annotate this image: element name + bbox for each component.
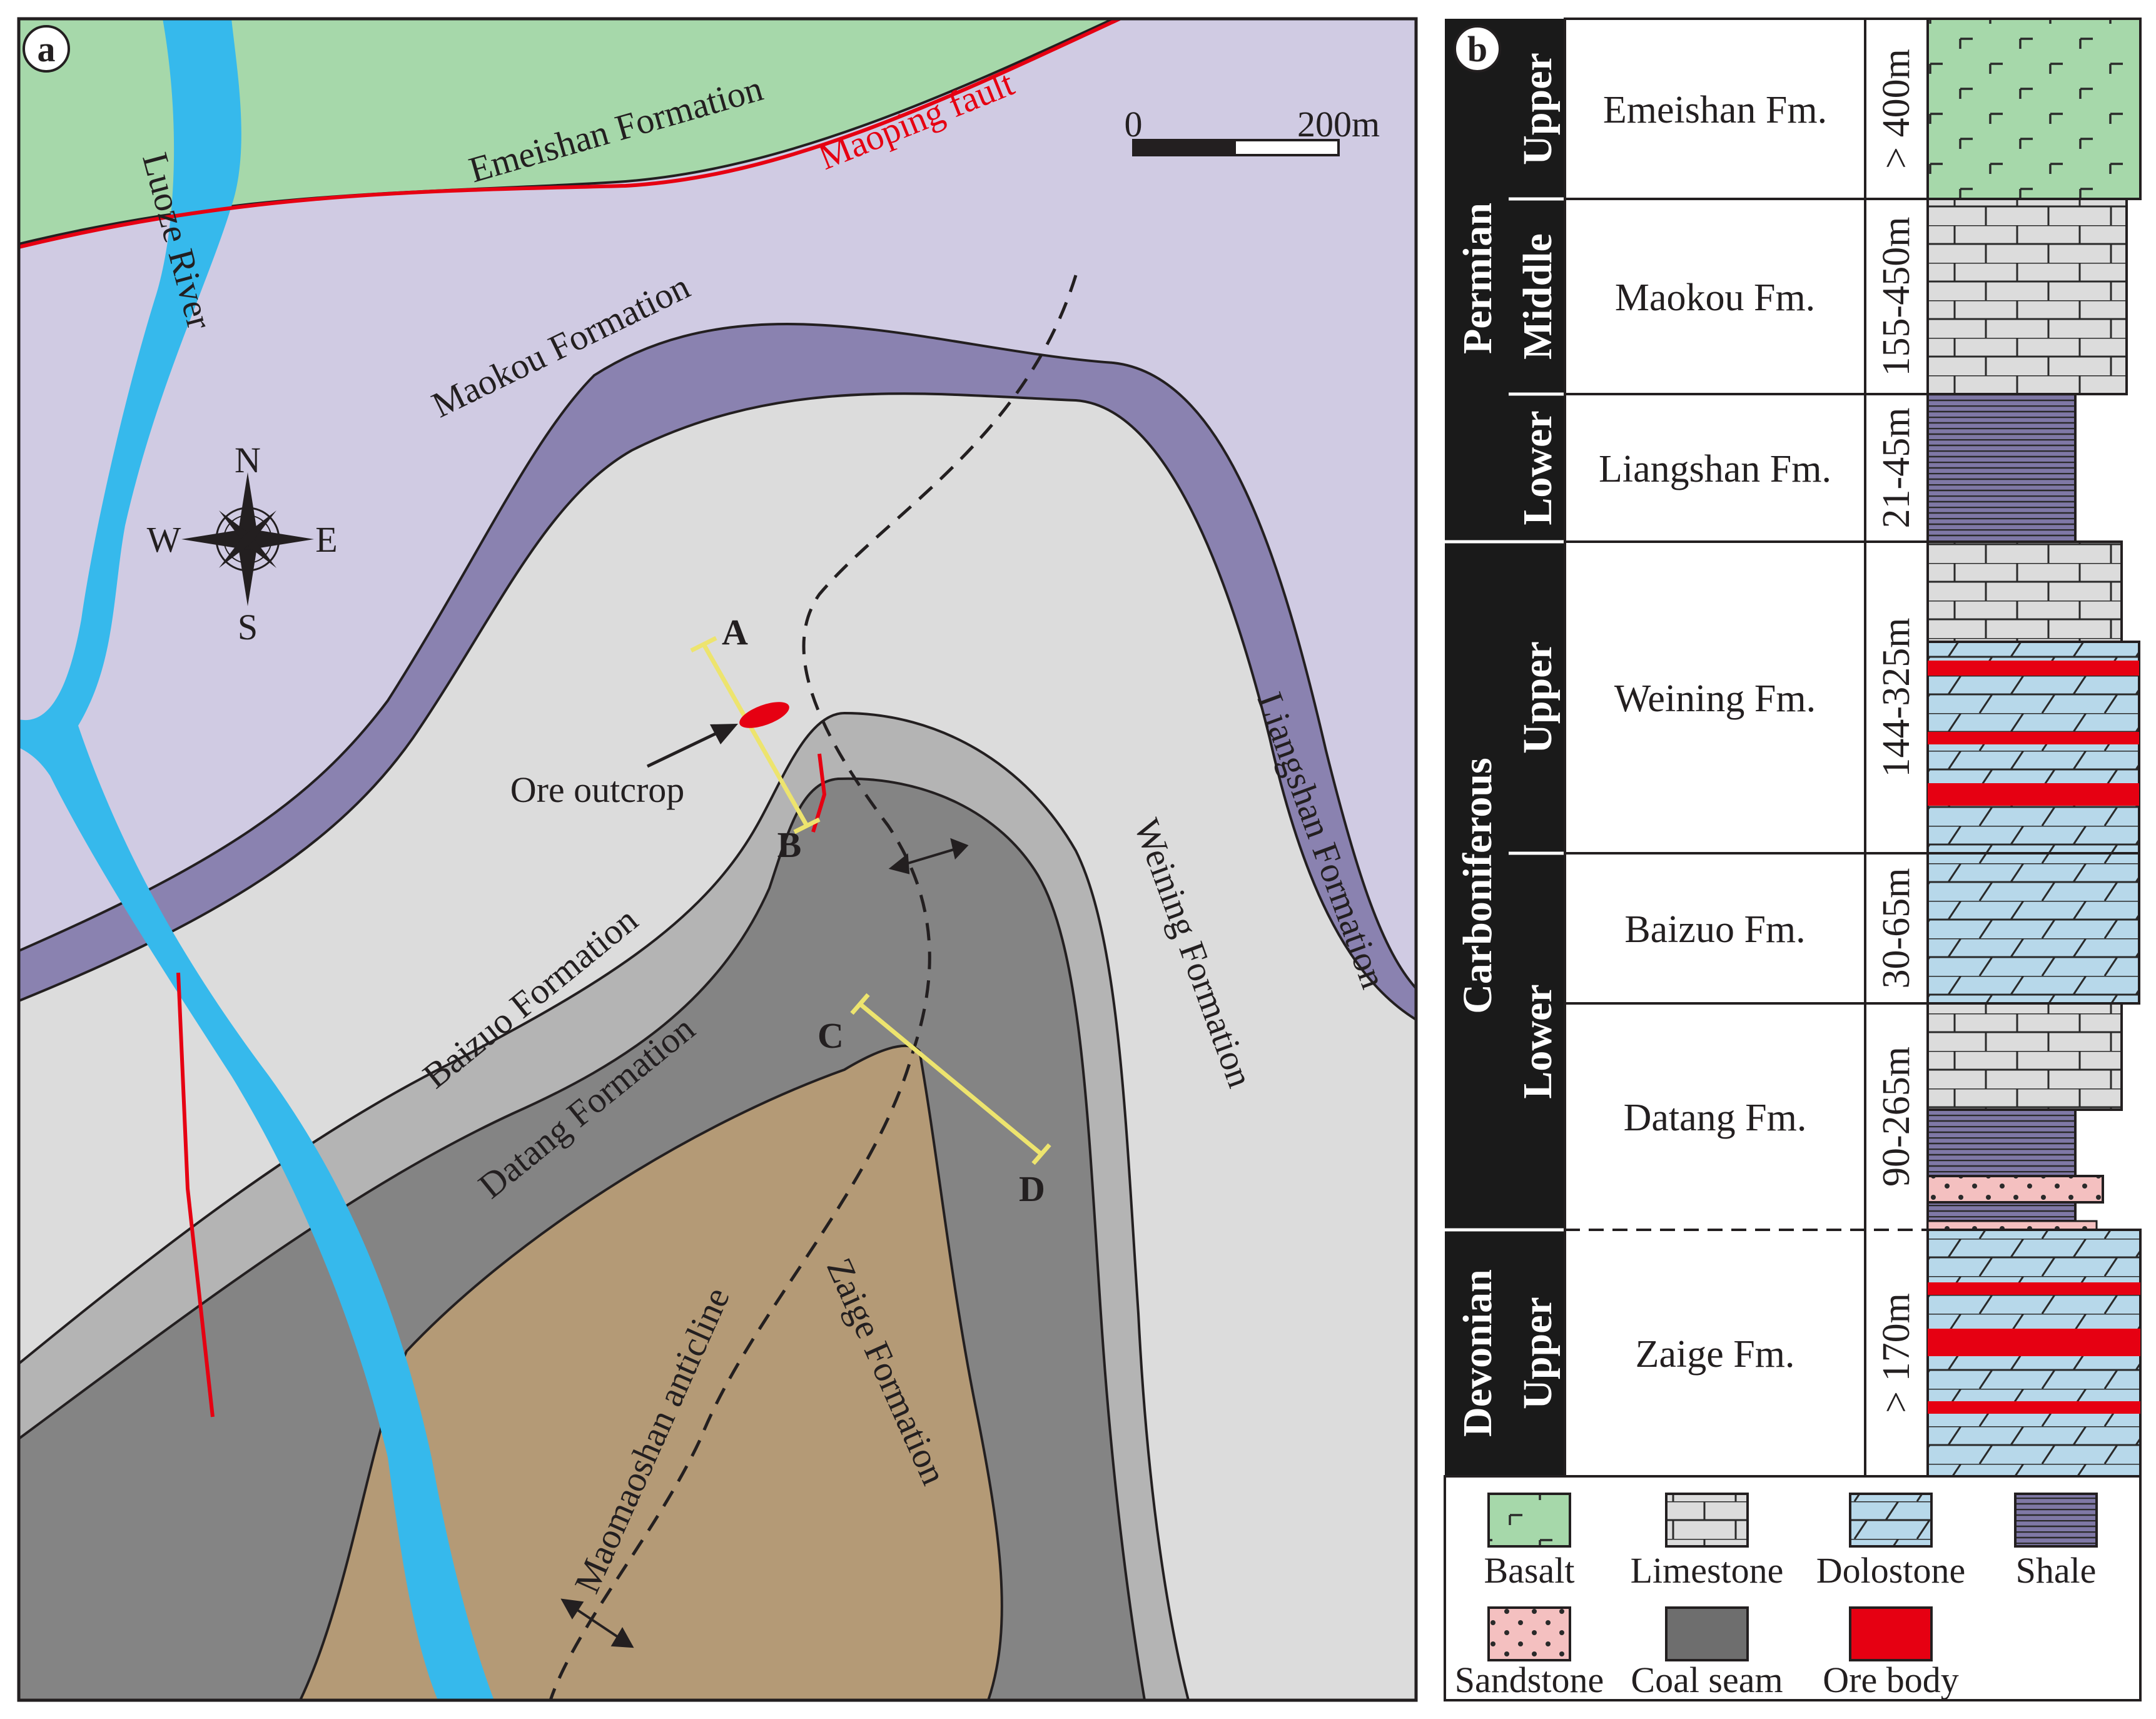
- map-frame: [17, 17, 1418, 1702]
- scale-start: 0: [1125, 104, 1143, 145]
- shale-swatch: [2014, 1493, 2098, 1548]
- coal-swatch: [1665, 1606, 1749, 1661]
- lith-maokou: [1926, 198, 2128, 395]
- thickness-value: 144-325m: [1875, 618, 1918, 778]
- series-label: Upper: [1515, 1297, 1561, 1409]
- formation-name: Baizuo Fm.: [1624, 908, 1805, 951]
- sandstone-swatch: [1487, 1606, 1571, 1661]
- system-devonian: Devonian: [1455, 1269, 1501, 1437]
- ore-layer: [1928, 1401, 2140, 1414]
- ore-outcrop-arrow: [646, 724, 738, 768]
- series-label: Lower: [1515, 410, 1561, 525]
- legend-label: Ore body: [1823, 1660, 1958, 1700]
- thickness-value: 30-65m: [1875, 868, 1918, 989]
- thickness-value: > 400m: [1875, 49, 1918, 169]
- label-ore-outcrop: Ore outcrop: [510, 769, 685, 810]
- formation-name: Datang Fm.: [1624, 1097, 1807, 1139]
- compass-south: S: [238, 607, 258, 647]
- compass-east: E: [315, 519, 337, 560]
- thickness-value: 21-45m: [1875, 408, 1918, 529]
- lith-baizuo: [1926, 852, 2140, 1005]
- ore-layer: [1928, 1282, 2140, 1295]
- formation-name: Zaige Fm.: [1636, 1333, 1795, 1376]
- compass-north: N: [235, 440, 261, 480]
- ore-layer: [1928, 1329, 2140, 1356]
- basalt-swatch: [1487, 1493, 1571, 1548]
- lith-datang-sandstone: [1926, 1175, 2104, 1204]
- anticline-symbol-upper: [888, 838, 969, 875]
- formation-name: Emeishan Fm.: [1603, 89, 1827, 131]
- ore-outcrop-marker: [739, 702, 789, 728]
- lith-emeishan: [1926, 18, 2142, 200]
- maoping-fault-line: [19, 19, 1121, 249]
- point-b: B: [777, 824, 802, 865]
- dolostone-swatch: [1849, 1493, 1933, 1548]
- ore-swatch: [1849, 1606, 1933, 1661]
- formation-name: Liangshan Fm.: [1599, 448, 1831, 490]
- formation-name: Weining Fm.: [1614, 677, 1816, 720]
- lith-datang-limestone: [1926, 1002, 2123, 1111]
- section-line-cd: [850, 993, 1051, 1165]
- lith-datang-sandstone-lower: [1926, 1220, 2098, 1231]
- svg-text:a: a: [38, 29, 56, 69]
- point-c: C: [817, 1015, 844, 1056]
- thickness-value: > 170m: [1875, 1293, 1918, 1413]
- lith-datang-shale-lower: [1926, 1201, 2077, 1222]
- system-permian: Permian: [1455, 203, 1501, 354]
- ore-layer: [1928, 783, 2139, 806]
- scale-bar: 0 200m: [1125, 104, 1380, 156]
- ore-layer: [1928, 661, 2139, 676]
- lith-weining-limestone: [1926, 540, 2123, 643]
- point-d: D: [1019, 1169, 1045, 1209]
- section-line-ab: [690, 636, 821, 834]
- lith-liangshan: [1926, 393, 2077, 543]
- series-label: Middle: [1515, 233, 1561, 360]
- series-label: Upper: [1515, 53, 1561, 165]
- system-band: [1445, 19, 1509, 1476]
- scale-end: 200m: [1297, 104, 1380, 145]
- anticline-symbol-lower: [560, 1598, 634, 1648]
- ore-layer: [1928, 732, 2139, 744]
- legend-label: Coal seam: [1631, 1660, 1783, 1700]
- legend-label: Dolostone: [1816, 1550, 1965, 1591]
- stratigraphic-column: b Permian Carboniferous Devonian Upper M…: [1444, 18, 2142, 1701]
- compass-west: W: [147, 519, 181, 560]
- limestone-swatch: [1665, 1493, 1749, 1548]
- system-carboniferous: Carboniferous: [1455, 758, 1501, 1013]
- point-a: A: [722, 612, 748, 652]
- geologic-map: [19, 19, 1416, 1700]
- luoze-river: [19, 19, 494, 1700]
- legend-label: Sandstone: [1455, 1660, 1604, 1700]
- svg-text:b: b: [1467, 29, 1487, 69]
- series-band: [1509, 19, 1565, 1476]
- north-arrow-icon: N S E W: [147, 440, 338, 647]
- panel-a-label: a: [23, 25, 70, 73]
- thickness-value: 90-265m: [1875, 1047, 1918, 1187]
- panel-b-label: b: [1454, 25, 1501, 73]
- series-label: Upper: [1515, 641, 1561, 754]
- lith-weining-dolostone: [1926, 641, 2140, 854]
- anticline-axis: [549, 275, 1078, 1700]
- minor-fault-west: [176, 972, 215, 1417]
- legend-label: Basalt: [1484, 1550, 1575, 1591]
- legend-label: Limestone: [1631, 1550, 1784, 1591]
- series-label: Lower: [1515, 984, 1561, 1098]
- legend-label: Shale: [2016, 1550, 2097, 1591]
- formation-name: Maokou Fm.: [1615, 276, 1815, 319]
- thickness-value: 155-450m: [1875, 217, 1918, 377]
- lith-datang-shale: [1926, 1108, 2077, 1177]
